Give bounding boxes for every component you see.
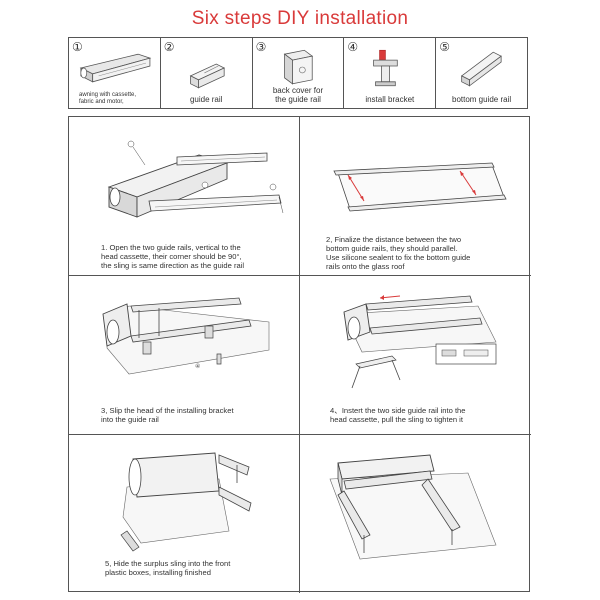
step-3-illustration: ④: [102, 297, 270, 375]
step-6-illustration: [329, 454, 497, 560]
step-6-panel: [300, 435, 531, 593]
step-4-panel: 4、Instert the two side guide rail into t…: [300, 276, 531, 435]
step-1-line-1: 1. Open the two guide rails, vertical to…: [101, 243, 241, 252]
step-2-line-3: Use silicone sealent to fix the bottom g…: [326, 253, 471, 262]
install-bracket-icon: [373, 49, 399, 87]
part-caption: back cover for the guide rail: [272, 86, 324, 104]
step-1-panel: 1. Open the two guide rails, vertical to…: [69, 117, 300, 276]
part-bottom-guide-rail: ⑤ bottom guide rail: [436, 38, 527, 108]
part-guide-rail: ② guide rail: [161, 38, 253, 108]
step-5-panel: 5, Hide the surplus sling into the front…: [69, 435, 300, 593]
step-3-panel: ④ 3, Slip the head of the installing bra…: [69, 276, 300, 435]
part-number: ③: [255, 40, 267, 54]
step-5-text: 5, Hide the surplus sling into the front…: [105, 559, 230, 577]
part-number: ②: [163, 40, 175, 54]
step-1-line-2: head cassette, their corner should be 90…: [101, 252, 242, 261]
step-3-line-1: 3, Slip the head of the installing brack…: [101, 406, 234, 415]
step-1-illustration: [107, 140, 284, 218]
part-caption: bottom guide rail: [452, 95, 512, 104]
step-4-line-2: head cassette, pull the sling to tighten…: [330, 415, 463, 424]
steps-grid: 1. Open the two guide rails, vertical to…: [68, 116, 531, 593]
parts-list: ① awning with cassette, fabric and motor…: [68, 37, 528, 109]
part-number: ①: [72, 40, 83, 54]
step-4-line-1: 4、Instert the two side guide rail into t…: [330, 406, 466, 415]
part-number: ⑤: [439, 40, 450, 54]
page-title: Six steps DIY installation: [191, 8, 409, 29]
part-caption: install bracket: [365, 95, 415, 104]
bottom-guide-rail-icon: [461, 51, 503, 87]
step-1-line-3: the sling is same direction as the guide…: [101, 261, 245, 270]
step-2-line-1: 2, Finalize the distance between the two: [326, 235, 462, 244]
part-awning-cassette: ① awning with cassette, fabric and motor…: [69, 38, 161, 108]
callout-four: ④: [195, 363, 200, 370]
awning-cassette-icon: [79, 53, 152, 83]
step-2-line-4: rails onto the glass roof: [326, 262, 405, 271]
step-4-illustration: [343, 295, 497, 389]
step-3-line-2: into the guide rail: [101, 415, 159, 424]
step-1-text: 1. Open the two guide rails, vertical to…: [101, 243, 244, 270]
part-number: ④: [347, 40, 359, 54]
step-5-illustration: [120, 452, 252, 552]
back-cover-icon: [283, 49, 313, 85]
part-back-cover: ③ back cover for the guide rail: [253, 38, 345, 108]
step-4-text: 4、Instert the two side guide rail into t…: [330, 406, 466, 424]
part-caption: guide rail: [189, 95, 223, 104]
step-2-text: 2, Finalize the distance between the two…: [326, 235, 470, 271]
step-3-text: 3, Slip the head of the installing brack…: [101, 406, 234, 424]
step-5-line-2: plastic boxes, installing finished: [105, 568, 211, 577]
step-2-illustration: [333, 162, 507, 212]
guide-rail-icon: [189, 63, 225, 89]
part-caption: awning with cassette, fabric and motor,: [79, 92, 137, 105]
step-2-panel: 2, Finalize the distance between the two…: [300, 117, 531, 276]
step-5-line-1: 5, Hide the surplus sling into the front: [105, 559, 231, 568]
step-2-line-2: bottom guide rails, they should parallel…: [326, 244, 458, 253]
part-install-bracket: ④ install bracket: [344, 38, 437, 108]
